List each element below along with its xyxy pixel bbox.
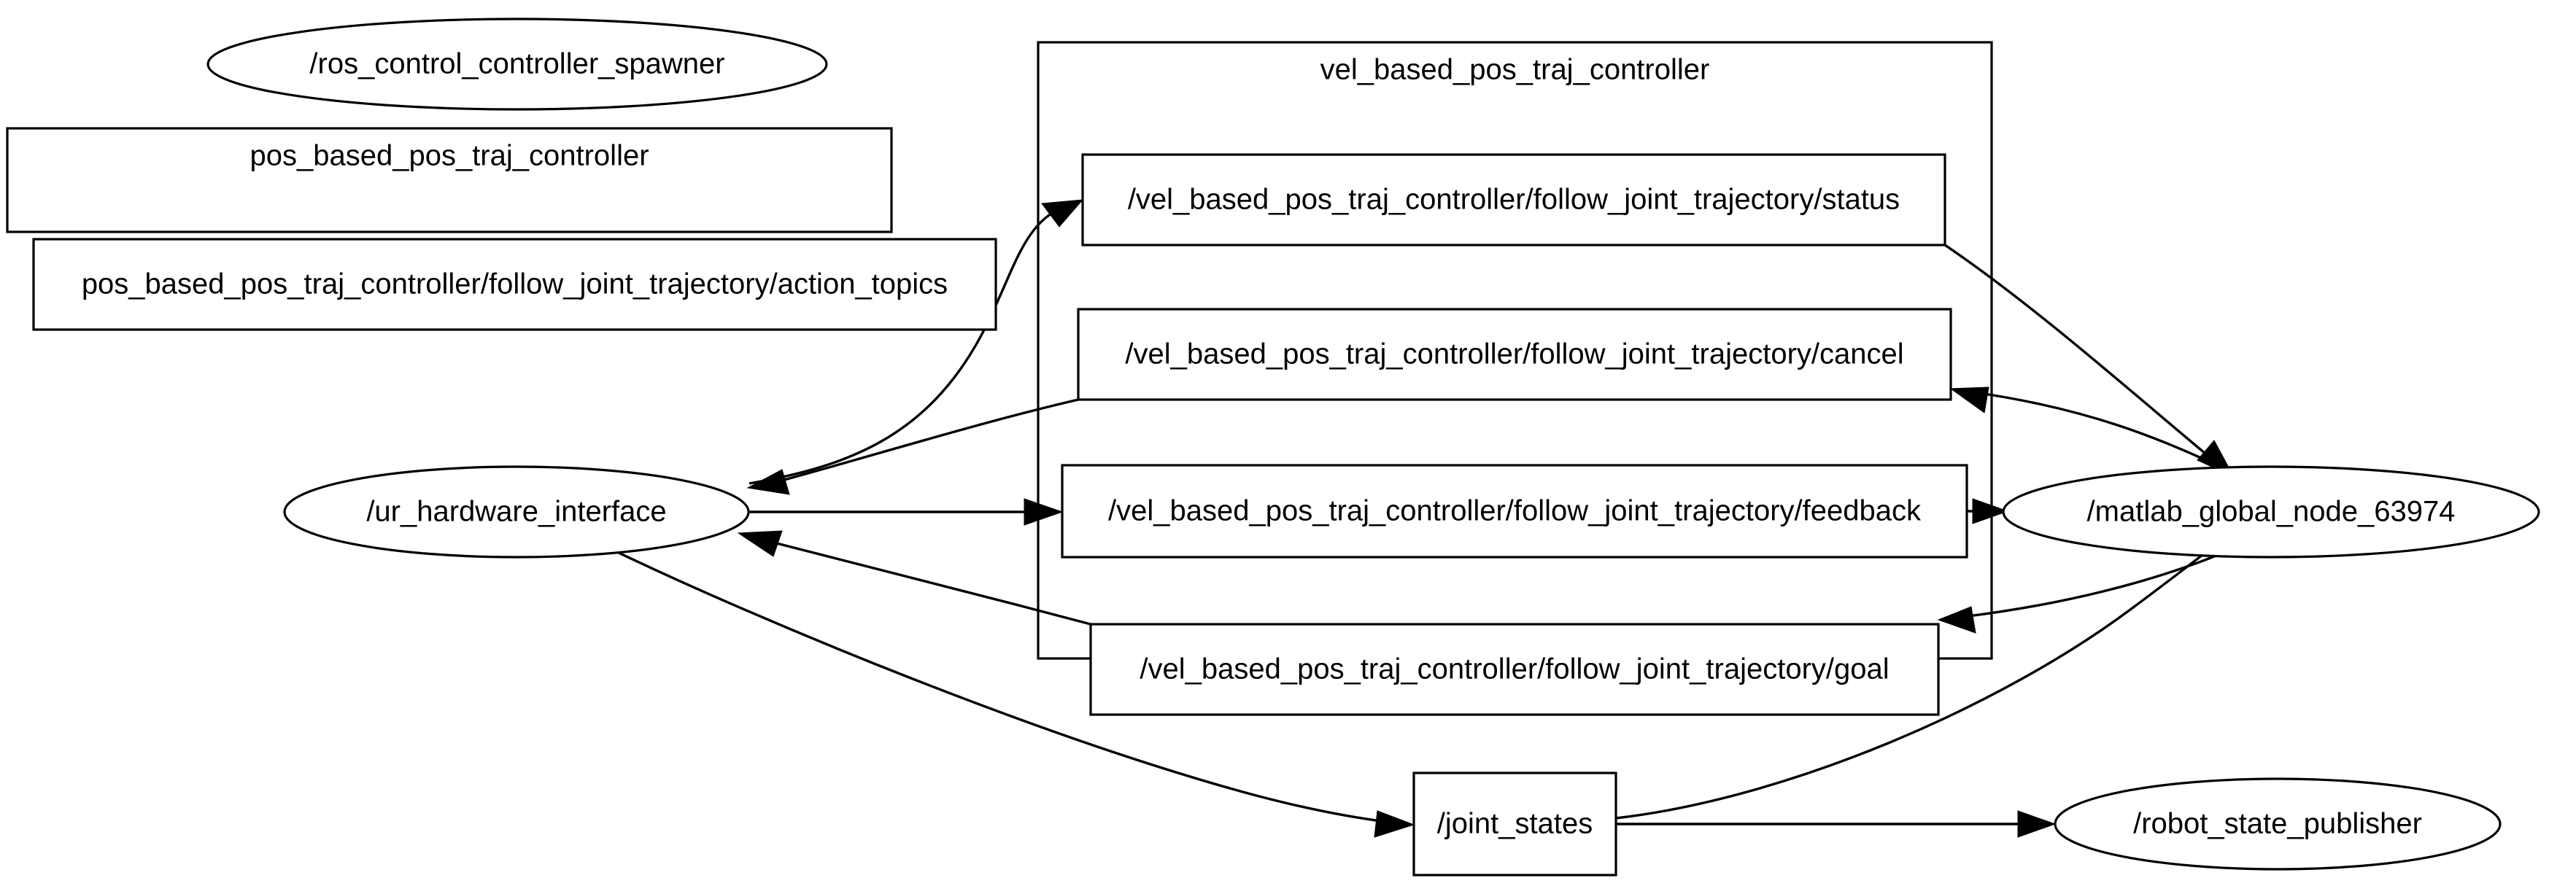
node-label: /ros_control_controller_spawner <box>309 48 724 80</box>
arrowhead-icon <box>1374 810 1415 838</box>
arrowhead-icon <box>737 530 783 557</box>
arrowhead-icon <box>2017 810 2057 838</box>
arrowhead-icon <box>1949 386 1989 413</box>
node-box-shape[interactable] <box>1089 623 1940 716</box>
node-label: /joint_states <box>1437 808 1593 840</box>
edge-ur-hardware-interface-to-joint-states <box>603 544 1415 838</box>
node-label: /vel_based_pos_traj_controller/follow_jo… <box>1140 653 1889 685</box>
node-vel-cancel[interactable]: /vel_based_pos_traj_controller/follow_jo… <box>1077 308 1952 401</box>
edge-line <box>773 398 1079 484</box>
node-vel-status[interactable]: /vel_based_pos_traj_controller/follow_jo… <box>1081 153 1946 246</box>
node-label: pos_based_pos_traj_controller/follow_joi… <box>82 268 948 300</box>
node-label: /vel_based_pos_traj_controller/follow_jo… <box>1128 184 1900 216</box>
cluster-label: vel_based_pos_traj_controller <box>1320 54 1710 86</box>
edge-ur-hardware-interface-to-vel-status <box>749 199 1084 485</box>
node-ellipse-shape[interactable] <box>2002 465 2540 559</box>
node-label: /vel_based_pos_traj_controller/follow_jo… <box>1125 338 1903 370</box>
edge-matlab-global-node-to-vel-cancel <box>1949 386 2233 474</box>
node-vel-feedback[interactable]: /vel_based_pos_traj_controller/follow_jo… <box>1061 464 1968 559</box>
node-ellipse-shape[interactable] <box>206 18 828 111</box>
node-robot-state-publisher[interactable]: /robot_state_publisher <box>2054 777 2502 871</box>
edge-line <box>749 204 1067 485</box>
arrowhead-icon <box>1937 606 1976 634</box>
edge-vel-feedback-to-matlab-global-node <box>1967 498 2009 524</box>
edge-ur-hardware-interface-to-vel-feedback <box>749 498 1064 526</box>
node-vel-goal[interactable]: /vel_based_pos_traj_controller/follow_jo… <box>1089 623 1940 716</box>
node-ellipse-shape[interactable] <box>283 465 750 559</box>
arrowhead-icon <box>1972 498 2009 524</box>
node-box-shape[interactable] <box>1412 772 1617 877</box>
edge-line <box>1973 391 2233 474</box>
arrowhead-icon <box>1024 498 1064 526</box>
cluster-border <box>6 127 893 233</box>
node-label: /robot_state_publisher <box>2133 808 2422 840</box>
node-label: /matlab_global_node_63974 <box>2087 496 2456 528</box>
node-box-shape[interactable] <box>1081 153 1946 246</box>
cluster-label: pos_based_pos_traj_controller <box>250 140 649 172</box>
edge-vel-goal-to-ur-hardware-interface <box>737 530 1091 626</box>
arrowhead-icon <box>1041 199 1084 228</box>
edge-line <box>603 544 1393 824</box>
cluster-pos-based-cluster: pos_based_pos_traj_controller <box>6 127 893 233</box>
edge-matlab-global-node-to-vel-goal <box>1937 547 2235 634</box>
edge-line <box>762 538 1091 626</box>
node-pos-action-topics[interactable]: pos_based_pos_traj_controller/follow_joi… <box>32 238 997 331</box>
edge-line <box>1962 547 2235 618</box>
node-ros-control-controller-spawner[interactable]: /ros_control_controller_spawner <box>206 18 828 111</box>
node-label: /vel_based_pos_traj_controller/follow_jo… <box>1108 495 1922 527</box>
edge-vel-cancel-to-ur-hardware-interface <box>746 398 1079 495</box>
edge-joint-states-to-robot-state-publisher <box>1616 810 2057 838</box>
nodes-layer: /ros_control_controller_spawner pos_based… <box>32 18 2540 877</box>
arrowhead-icon <box>746 469 790 495</box>
node-ur-hardware-interface[interactable]: /ur_hardware_interface <box>283 465 750 559</box>
node-joint-states[interactable]: /joint_states <box>1412 772 1617 877</box>
node-matlab-global-node[interactable]: /matlab_global_node_63974 <box>2002 465 2540 559</box>
edge-line <box>1944 244 2216 462</box>
node-label: /ur_hardware_interface <box>366 496 666 528</box>
edge-line <box>1615 531 2234 820</box>
node-box-shape[interactable] <box>32 238 997 331</box>
node-ellipse-shape[interactable] <box>2054 777 2502 871</box>
node-box-shape[interactable] <box>1077 308 1952 401</box>
node-box-shape[interactable] <box>1061 464 1968 559</box>
